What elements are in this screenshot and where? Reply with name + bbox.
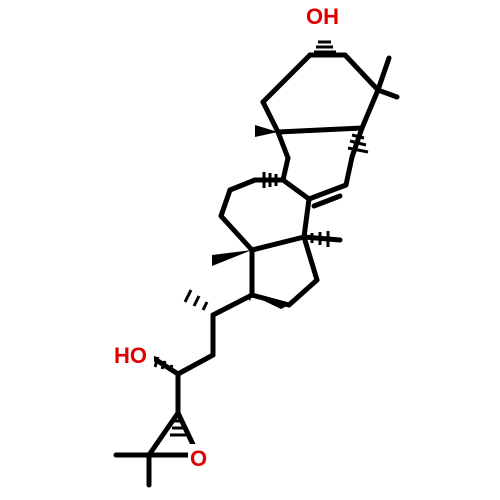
- hash-c14-methyl: [310, 231, 330, 247]
- stereo-bonds: [153, 40, 369, 437]
- hydroxyl-label-side: HO: [114, 343, 147, 368]
- epoxide-oxygen-label: O: [190, 446, 207, 471]
- wedge-c13-methyl: [212, 250, 252, 266]
- wedge-c17-ring: [252, 295, 289, 309]
- wedge-c10-methyl: [255, 125, 278, 137]
- hash-c20-methyl: [183, 289, 209, 311]
- side-chain: [113, 292, 255, 488]
- ring-a: [260, 52, 400, 135]
- ring-b: [275, 125, 365, 209]
- hash-c24-epoxide: [170, 419, 186, 437]
- hash-c5-h: [347, 133, 369, 154]
- atom-labels: OH HO O: [112, 0, 353, 471]
- hash-c22-oh: [153, 356, 174, 372]
- hash-c3-oh: [314, 40, 336, 54]
- hydroxyl-label-top: OH: [306, 4, 339, 29]
- wedge-c17: [247, 295, 252, 301]
- hash-c9-h: [262, 172, 278, 188]
